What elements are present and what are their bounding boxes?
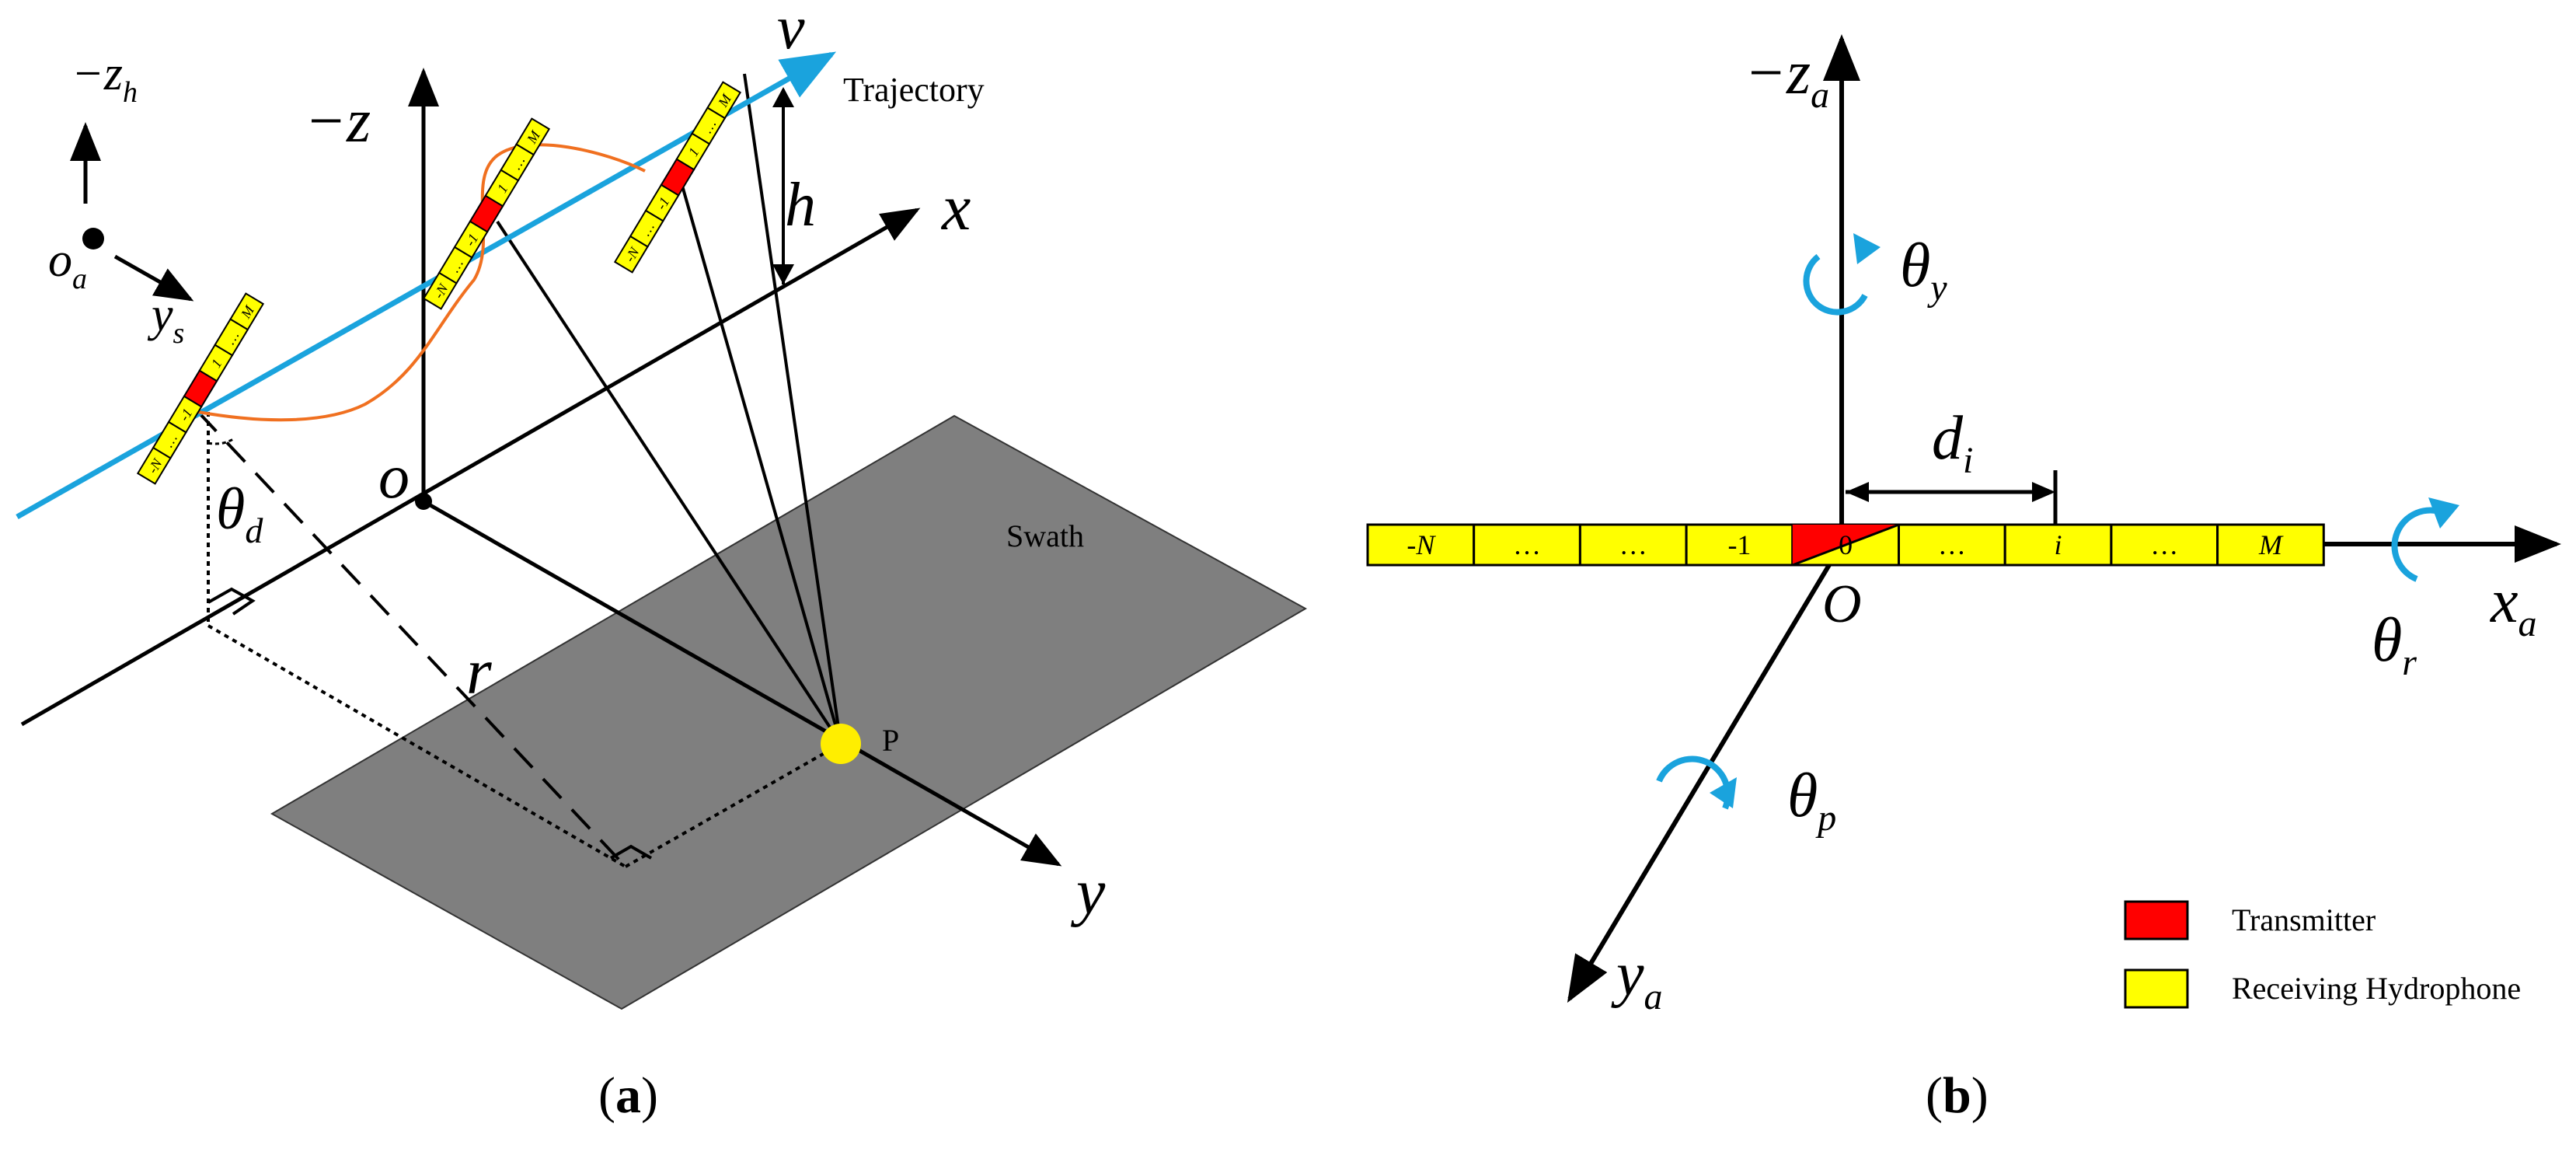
b-y-label: ya — [1611, 940, 1663, 1017]
legend-transmitter-label: Transmitter — [2232, 902, 2376, 937]
legend: Transmitter Receiving Hydrophone — [2124, 900, 2521, 1009]
b-array-cell-label: … — [2150, 529, 2178, 560]
inset-axes: −zh oa ys — [48, 47, 194, 350]
b-array-cell-label: … — [1513, 529, 1541, 560]
target-point-p — [821, 724, 861, 764]
inset-o-label: oa — [48, 234, 87, 295]
slant-line-2 — [679, 180, 842, 745]
inset-z-label: −zh — [71, 47, 138, 109]
panel-b: -N … … -1 0 … i … M di θy θr θp −za xa ya O — [1366, 34, 2561, 1017]
hydrophone-cell — [229, 292, 265, 331]
slant-line-1 — [496, 220, 842, 745]
inset-y-label: ys — [147, 288, 184, 350]
neg-z-label: −z — [305, 87, 371, 155]
origin-label: o — [378, 443, 410, 511]
b-array-cell-label: i — [2055, 529, 2062, 560]
point-p-label: P — [882, 723, 899, 758]
caption-b: (b) — [1926, 1067, 1989, 1124]
b-array: -N … … -1 0 … i … M — [1366, 523, 2325, 567]
rotation-theta-y: θy — [1803, 232, 1947, 316]
inset-y-axis — [113, 254, 194, 302]
b-neg-z-label: −za — [1745, 39, 1829, 116]
theta-p-label: θp — [1787, 762, 1836, 839]
linear-array-2: -N…-11…M — [422, 117, 551, 310]
y-axis-label: y — [1070, 856, 1106, 928]
rotation-theta-r: θr — [2372, 497, 2459, 683]
d-i-arrow-right — [2032, 482, 2055, 502]
right-angle-marker-1 — [207, 587, 256, 616]
legend-hydrophone-swatch — [2124, 968, 2189, 1009]
rotation-y-arrow — [1803, 253, 1868, 316]
h-label: h — [785, 171, 816, 239]
theta-y-label: θy — [1900, 232, 1947, 309]
r-label: r — [466, 636, 492, 708]
legend-transmitter-swatch — [2124, 900, 2189, 940]
b-array-cell — [1898, 523, 2006, 567]
x-axis-label: x — [940, 172, 971, 244]
swath-label: Swath — [1006, 518, 1084, 553]
inset-origin-dot — [82, 228, 104, 249]
b-array-cell — [1366, 523, 1476, 567]
b-x-label: xa — [2490, 567, 2537, 644]
projection-to-p — [625, 742, 842, 868]
theta-r-label: θr — [2372, 606, 2417, 683]
b-array-cell-label: 0 — [1839, 529, 1853, 560]
rotation-r-arrow — [2391, 507, 2445, 582]
b-array-cell-label: … — [1938, 529, 1966, 560]
b-array-cell — [2003, 523, 2113, 567]
theta-d-arc — [207, 438, 234, 445]
b-array-cell — [1578, 523, 1688, 567]
d-i-arrow — [1846, 482, 1869, 502]
y-axis — [422, 499, 1062, 867]
trajectory-label: Trajectory — [843, 71, 985, 109]
panel-a: Swath -N…-11…M -N…-11…M -N…-11…M — [16, 0, 1308, 1010]
b-array-cell-label: -1 — [1727, 529, 1751, 560]
b-array-cell-label: … — [1619, 529, 1647, 560]
slant-line-3 — [743, 73, 842, 745]
legend-hydrophone-label: Receiving Hydrophone — [2232, 971, 2521, 1006]
b-array-cell — [1685, 523, 1794, 567]
projection-ground — [207, 624, 626, 868]
b-origin-label: O — [1822, 574, 1862, 634]
linear-array-3: -N…-11…M — [613, 81, 742, 274]
b-array-cell — [1473, 523, 1581, 567]
right-angle-marker-2 — [610, 844, 652, 860]
linear-array-1: -N…-11…M — [136, 292, 265, 485]
rotation-p-arrow — [1656, 755, 1731, 810]
d-i-label: di — [1932, 404, 1973, 481]
b-y-axis — [1567, 543, 1844, 1003]
hydrophone-cell — [706, 81, 742, 120]
x-axis — [20, 208, 921, 727]
theta-d-label: θd — [216, 476, 263, 550]
rotation-theta-p: θp — [1656, 755, 1836, 839]
b-array-cell-label: -N — [1407, 529, 1436, 560]
b-array-cell — [2216, 523, 2325, 567]
v-label: v — [777, 0, 805, 62]
hydrophone-cell — [515, 117, 551, 156]
caption-a: (a) — [598, 1067, 658, 1124]
origin-dot — [415, 493, 432, 510]
arrays-group: -N…-11…M -N…-11…M -N…-11…M — [136, 81, 742, 485]
range-line-r — [197, 410, 627, 868]
b-array-cell-label: M — [2258, 529, 2284, 560]
